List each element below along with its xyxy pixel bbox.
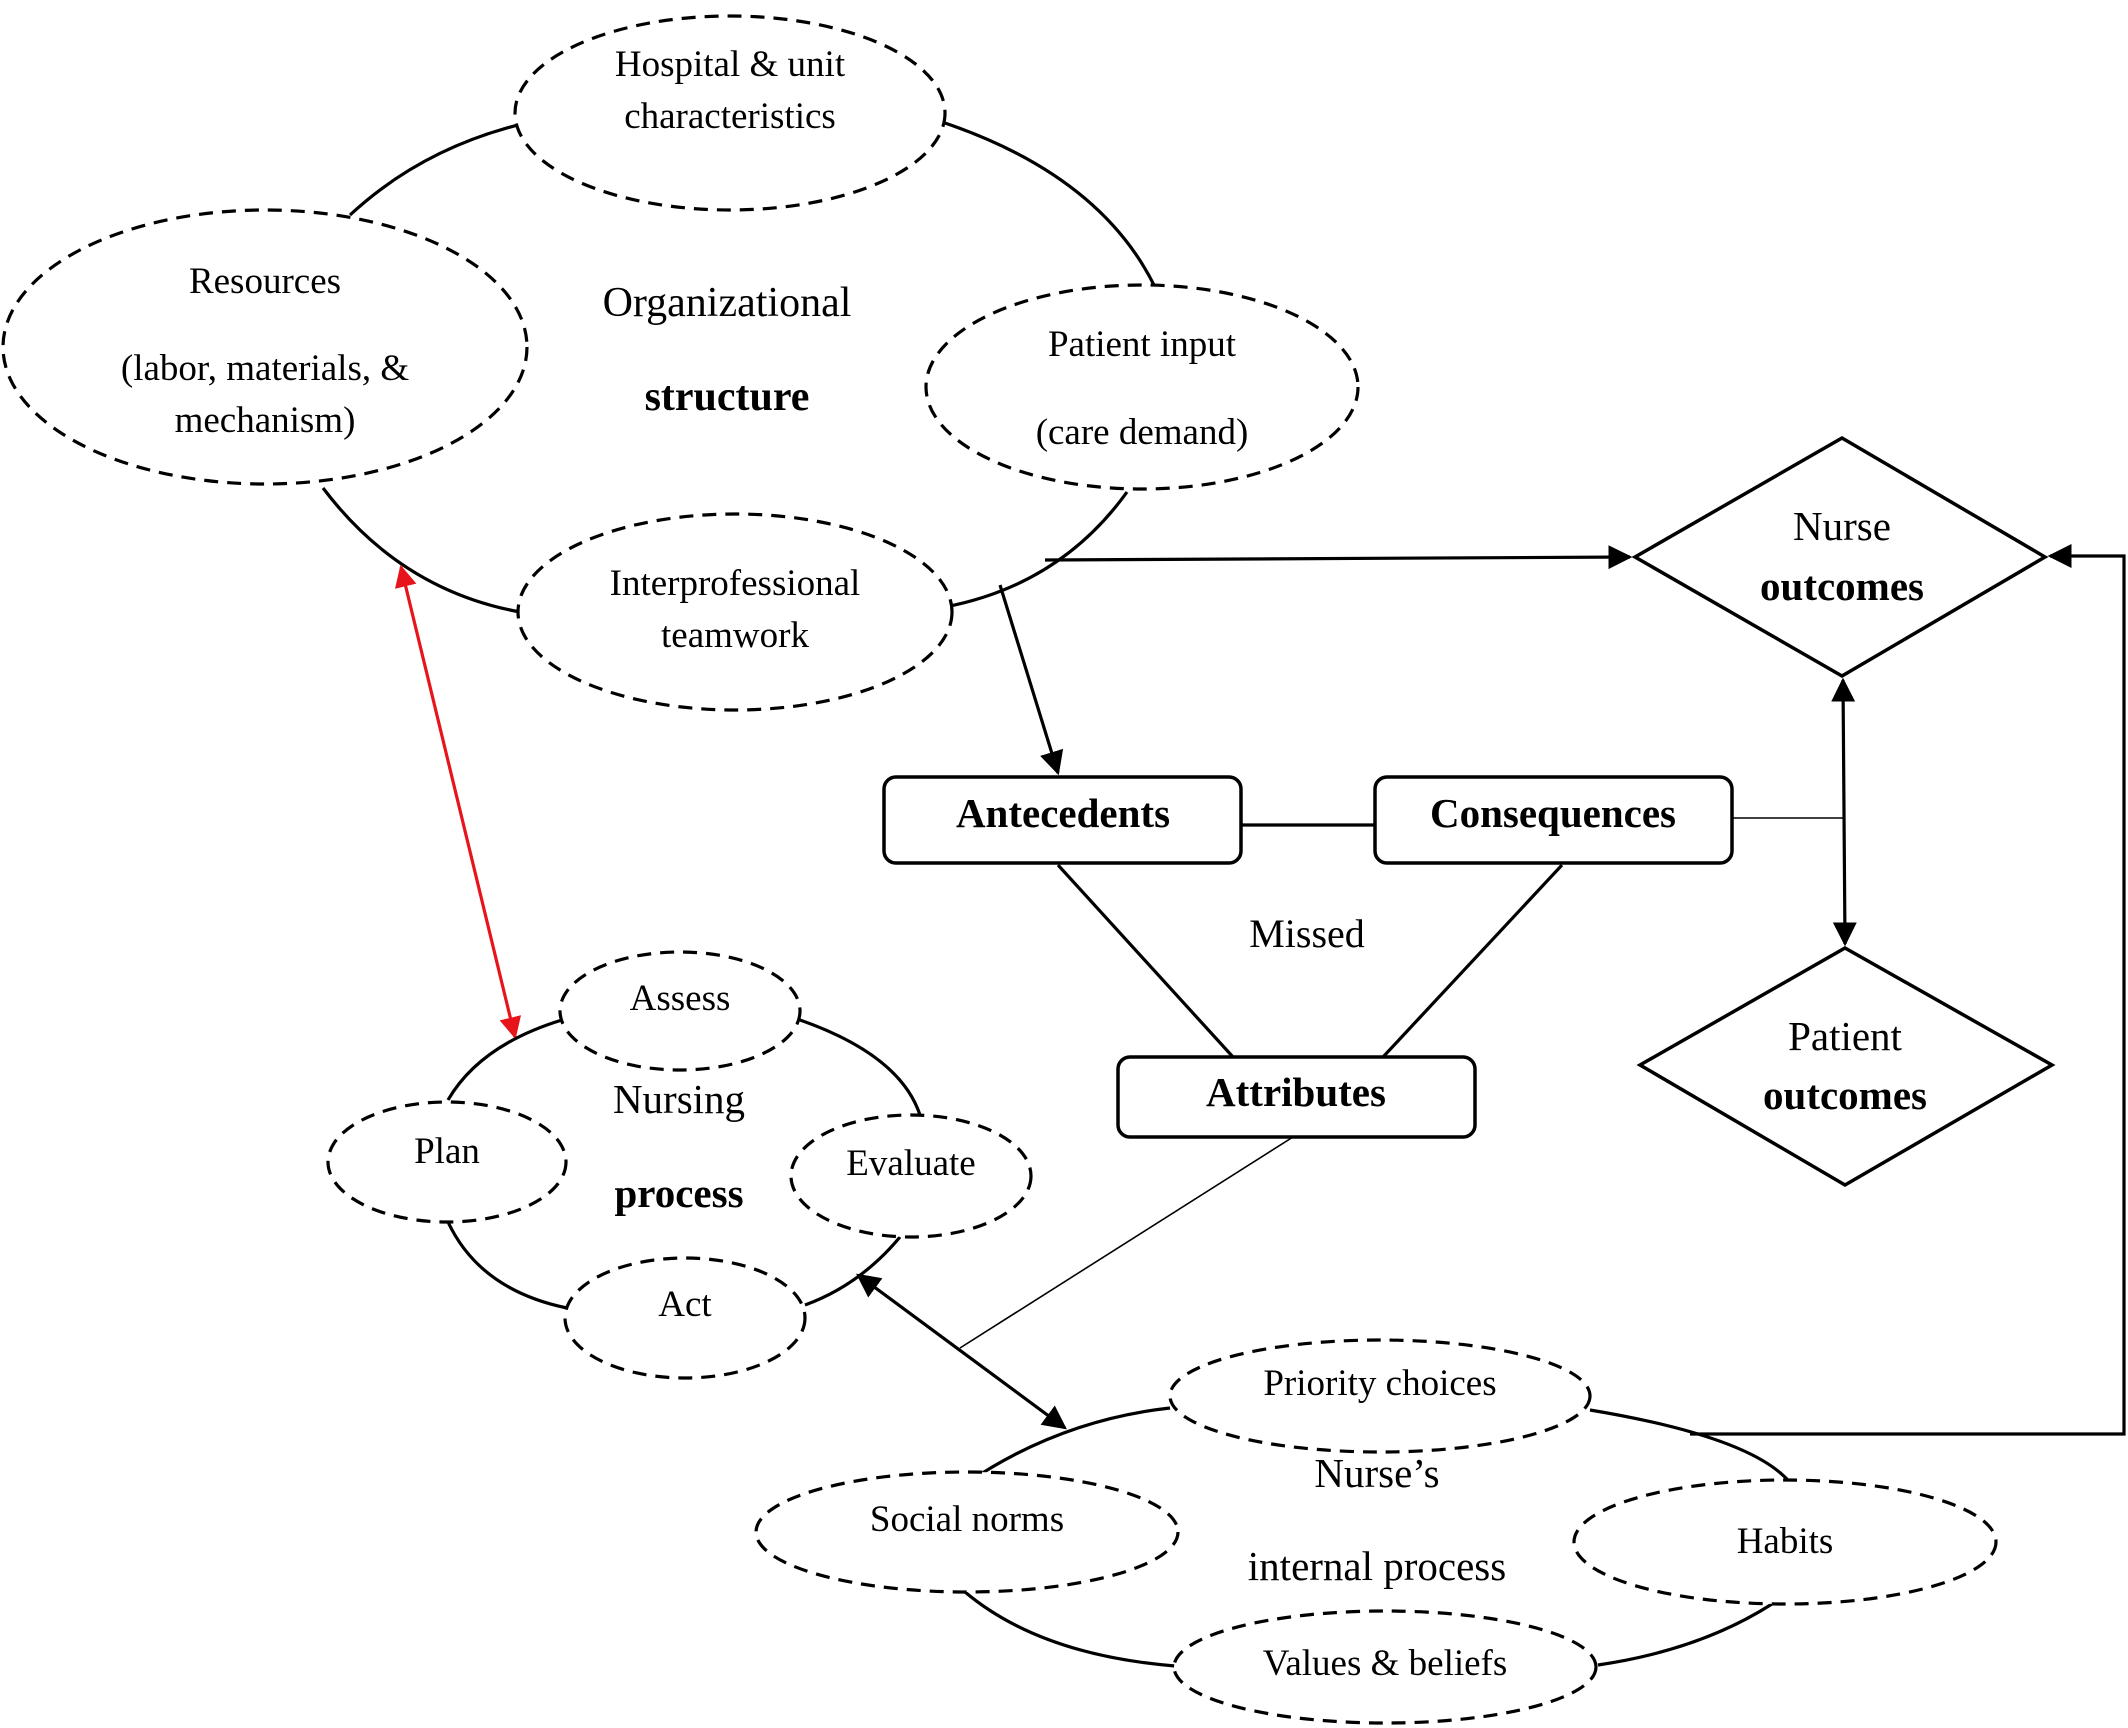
act-node: Act xyxy=(563,1256,807,1380)
resources-node: Resources (labor, materials, & mechanism… xyxy=(1,208,529,486)
np-arc-bottom-left xyxy=(446,1221,568,1310)
antecedents-attributes-link xyxy=(1056,863,1235,1059)
nurses-title: Nurse’s xyxy=(1314,1450,1439,1496)
patient-outcomes-line2: outcomes xyxy=(1763,1072,1927,1118)
teamwork-label-line2: teamwork xyxy=(661,615,809,656)
internal-process-title: internal process xyxy=(1248,1543,1506,1589)
ip-arc-bottom-right xyxy=(1597,1602,1773,1667)
antecedents-label: Antecedents xyxy=(956,790,1170,836)
structure-title: structure xyxy=(645,374,810,420)
org-arc-top-left xyxy=(348,123,519,217)
hospital-label-line1: Hospital & unit xyxy=(615,44,846,85)
values-beliefs-label: Values & beliefs xyxy=(1263,1643,1508,1684)
teamwork-node: Interprofessional teamwork xyxy=(516,512,954,712)
social-norms-label: Social norms xyxy=(870,1499,1064,1540)
habits-node: Habits xyxy=(1572,1478,1998,1606)
consequences-attributes-link xyxy=(1381,863,1564,1059)
consequences-label: Consequences xyxy=(1430,790,1676,836)
arrow-nurse-patient-outcomes xyxy=(1831,677,1857,947)
consequences-box: Consequences xyxy=(1373,775,1734,865)
patient-input-label-line2: (care demand) xyxy=(1036,412,1249,453)
resources-label-line2: (labor, materials, & xyxy=(121,348,409,389)
evaluate-node: Evaluate xyxy=(789,1113,1033,1239)
plan-node: Plan xyxy=(326,1100,568,1224)
red-bidirectional-arrow xyxy=(394,564,522,1040)
teamwork-label-line1: Interprofessional xyxy=(610,563,861,604)
patient-outcomes-diamond: Patient outcomes xyxy=(1636,945,2056,1188)
hospital-label-line2: characteristics xyxy=(624,96,836,137)
org-arc-bottom-left xyxy=(321,487,521,614)
arrow-internal-to-nurse-outcomes xyxy=(1690,544,2126,1436)
hospital-unit-node: Hospital & unit characteristics xyxy=(513,14,947,212)
nurse-outcomes-line2: outcomes xyxy=(1760,563,1924,609)
nurse-outcomes-line1: Nurse xyxy=(1793,503,1891,549)
priority-choices-label: Priority choices xyxy=(1263,1363,1496,1404)
assess-node: Assess xyxy=(558,950,802,1072)
nursing-title: Nursing xyxy=(613,1076,745,1122)
org-arc-top-right xyxy=(941,120,1157,288)
attributes-label: Attributes xyxy=(1206,1069,1386,1115)
act-label: Act xyxy=(658,1284,712,1325)
arrow-org-to-antecedents xyxy=(998,584,1064,776)
org-arc-bottom-right xyxy=(944,491,1129,609)
patient-outcomes-line1: Patient xyxy=(1788,1013,1902,1059)
resources-label-line3: mechanism) xyxy=(175,400,356,441)
evaluate-label: Evaluate xyxy=(846,1143,975,1184)
nursing-process-cluster: Assess Plan Evaluate Act Nursing process xyxy=(326,950,1033,1380)
organizational-structure-cluster: Hospital & unit characteristics Resource… xyxy=(1,14,1360,712)
attributes-box: Attributes xyxy=(1116,1055,1477,1139)
missed-care-triangle: Antecedents Consequences Attributes Miss… xyxy=(882,775,1734,1139)
missed-label: Missed xyxy=(1249,911,1365,956)
social-norms-node: Social norms xyxy=(754,1470,1180,1594)
resources-label-line1: Resources xyxy=(189,261,341,302)
plan-label: Plan xyxy=(414,1131,480,1172)
ip-arc-top-left xyxy=(966,1406,1171,1485)
patient-input-label-line1: Patient input xyxy=(1048,324,1237,365)
values-beliefs-node: Values & beliefs xyxy=(1172,1609,1598,1725)
ip-arc-bottom-left xyxy=(963,1590,1176,1668)
patient-input-node: Patient input (care demand) xyxy=(924,283,1360,491)
arrow-nursing-internal xyxy=(856,1273,1067,1430)
process-title: process xyxy=(614,1170,743,1216)
np-arc-top-left xyxy=(446,1018,563,1101)
internal-process-cluster: Priority choices Social norms Habits Val… xyxy=(754,1338,1998,1725)
organizational-title: Organizational xyxy=(603,280,852,326)
priority-choices-node: Priority choices xyxy=(1168,1338,1592,1454)
antecedents-box: Antecedents xyxy=(882,775,1243,865)
arrow-org-to-nurse-outcomes xyxy=(1044,545,1633,570)
np-arc-top-right xyxy=(799,1018,922,1116)
habits-label: Habits xyxy=(1737,1521,1834,1562)
assess-label: Assess xyxy=(630,978,731,1019)
nurse-outcomes-diamond: Nurse outcomes xyxy=(1631,435,2049,679)
